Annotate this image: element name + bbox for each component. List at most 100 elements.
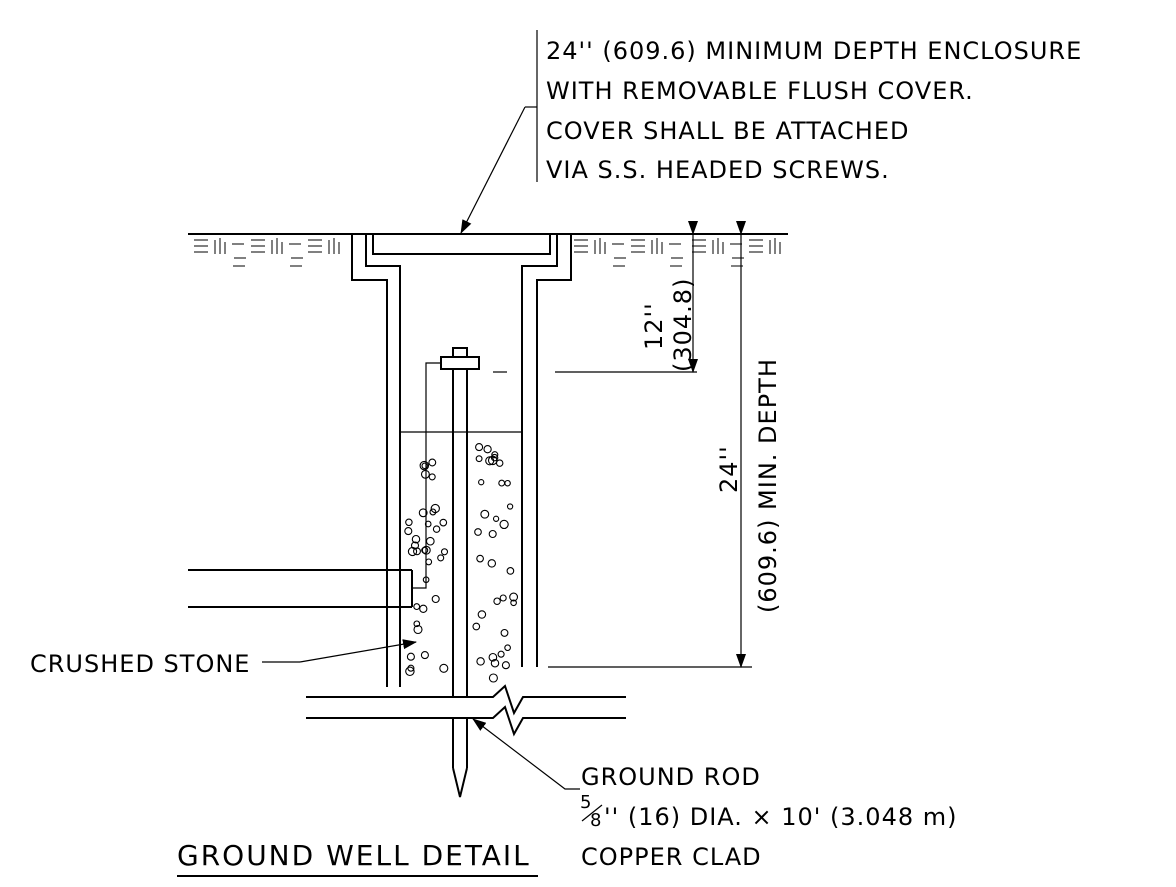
stone-particle	[490, 658, 500, 668]
soil-hatch-mark	[328, 238, 340, 254]
ground-rod-leader	[472, 718, 580, 790]
stone-particle	[429, 508, 437, 516]
soil-hatch-mark	[232, 243, 246, 267]
stone-particle	[475, 443, 484, 452]
stone-particle	[419, 460, 430, 471]
stone-particle	[492, 515, 500, 522]
stone-particle	[421, 462, 428, 470]
stone-particle	[410, 541, 420, 550]
dim-12in-imperial: 12''	[640, 302, 668, 350]
conduit	[188, 569, 413, 608]
stone-particle	[418, 508, 428, 518]
fraction-denominator: 8	[590, 810, 602, 831]
crushed-stone-fill	[400, 431, 522, 683]
stone-particle	[504, 479, 511, 487]
soil-hatch-mark	[594, 238, 606, 254]
ground-rod-line-3: COPPER CLAD	[581, 843, 762, 871]
stone-particle	[477, 610, 487, 619]
soil-hatch-right	[574, 238, 781, 267]
crushed-stone-callout: CRUSHED STONE	[30, 639, 417, 678]
grounding-conductor	[412, 362, 441, 589]
stone-particle	[405, 518, 413, 527]
stone-particle	[407, 664, 415, 672]
stone-particle	[504, 644, 511, 652]
soil-hatch-mark	[612, 243, 626, 267]
stone-particle	[428, 458, 437, 467]
stone-particle	[506, 503, 514, 510]
stone-particle	[439, 663, 449, 673]
stone-particle	[404, 527, 413, 536]
break-line-top	[306, 684, 626, 716]
ground-rod-line-1: GROUND ROD	[581, 763, 761, 791]
stone-particle	[488, 652, 498, 662]
crushed-stone-label: CRUSHED STONE	[30, 650, 250, 678]
enclosure-note: 24'' (609.6) MINIMUM DEPTH ENCLOSURE WIT…	[460, 30, 1082, 234]
stone-particle	[487, 559, 497, 568]
stone-particle	[419, 604, 428, 613]
stone-particle	[425, 536, 435, 546]
soil-hatch-mark	[692, 239, 706, 253]
soil-hatch-mark	[289, 243, 303, 267]
title-text: GROUND WELL DETAIL	[177, 839, 531, 872]
stone-particle	[425, 558, 433, 566]
stone-particle	[432, 525, 441, 533]
stone-particle	[500, 628, 509, 637]
soil-hatch-mark	[631, 239, 645, 253]
stone-particle	[405, 666, 415, 677]
stone-particle	[493, 597, 501, 605]
stone-particle	[487, 455, 498, 466]
ground-rod	[412, 347, 507, 798]
stone-particle	[495, 459, 504, 467]
stone-particle	[430, 503, 440, 514]
dim-12in-metric: (304.8)	[669, 278, 697, 372]
stone-particle	[483, 445, 492, 454]
stone-particle	[472, 622, 481, 631]
soil-hatch-left	[194, 238, 340, 267]
stone-particle	[497, 650, 505, 658]
soil-hatch-mark	[651, 238, 663, 254]
rod-clamp-nut	[452, 347, 468, 358]
dimensions: 12'' (304.8) 24'' (609.6) MIN. DEPTH	[548, 221, 782, 668]
break-line-bottom	[306, 705, 626, 737]
enclosure-note-line-2: WITH REMOVABLE FLUSH COVER.	[546, 77, 974, 105]
enclosure-note-line-1: 24'' (609.6) MINIMUM DEPTH ENCLOSURE	[546, 37, 1082, 65]
soil-hatch-mark	[574, 239, 588, 253]
rod-tip	[452, 767, 468, 798]
stone-particle	[431, 594, 440, 604]
stone-particle	[411, 534, 421, 544]
enclosure	[351, 234, 572, 687]
stone-particle	[475, 455, 483, 463]
crushed-stone-leader-arrow	[299, 639, 417, 663]
soil-hatch-mark	[749, 239, 763, 253]
stone-particle	[501, 661, 510, 670]
fraction-numerator: 5	[580, 792, 592, 813]
enclosure-note-line-3: COVER SHALL BE ATTACHED	[546, 117, 909, 145]
stone-particle	[421, 546, 429, 554]
stone-particle	[420, 651, 429, 660]
stone-particle	[510, 599, 517, 607]
stone-particle	[406, 652, 415, 661]
stone-particle	[478, 479, 485, 486]
dim-24in-metric: (609.6) MIN. DEPTH	[754, 358, 782, 613]
soil-hatch-mark	[194, 239, 208, 253]
stone-particle	[488, 673, 498, 683]
soil-hatch-mark	[712, 238, 724, 254]
flush-cover	[372, 234, 551, 255]
ground-rod-callout: GROUND ROD 5 8 '' (16) DIA. × 10' (3.048…	[472, 718, 956, 871]
stone-particle	[499, 519, 509, 530]
stone-particle	[476, 657, 485, 666]
enclosure-inner-right	[521, 234, 558, 667]
stone-particle	[491, 451, 499, 459]
stone-particle	[480, 509, 490, 519]
ground-surface	[188, 233, 788, 267]
stone-particle	[413, 603, 421, 611]
rod-clamp	[440, 356, 480, 370]
enclosure-inner-left	[365, 234, 401, 687]
stone-particle	[476, 554, 484, 563]
fraction-slash	[581, 804, 603, 822]
soil-hatch-mark	[214, 238, 226, 254]
stone-particle	[498, 479, 506, 487]
stone-particle	[509, 592, 519, 602]
break-line	[306, 684, 626, 737]
